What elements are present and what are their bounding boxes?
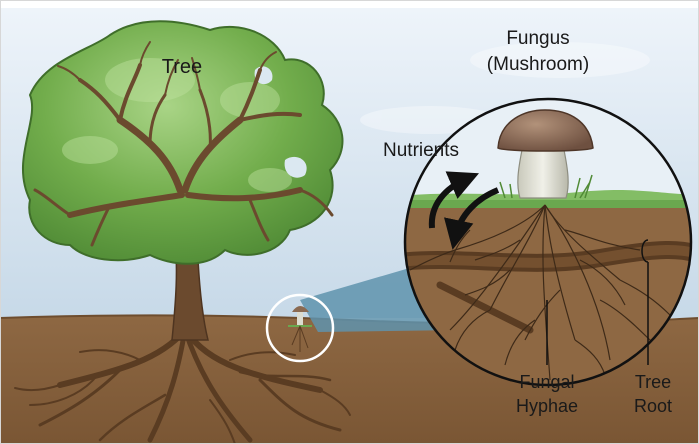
label-fungus: Fungus — [506, 28, 569, 49]
label-fungal: Fungal — [519, 372, 574, 392]
label-tree-root-line2: Root — [634, 396, 672, 416]
label-nutrients: Nutrients — [383, 140, 459, 161]
label-tree: Tree — [162, 56, 202, 78]
label-tree-root-line1: Tree — [635, 372, 671, 392]
mushroom-stem — [518, 150, 568, 198]
label-mushroom: (Mushroom) — [487, 54, 589, 75]
label-hyphae: Hyphae — [516, 396, 578, 416]
